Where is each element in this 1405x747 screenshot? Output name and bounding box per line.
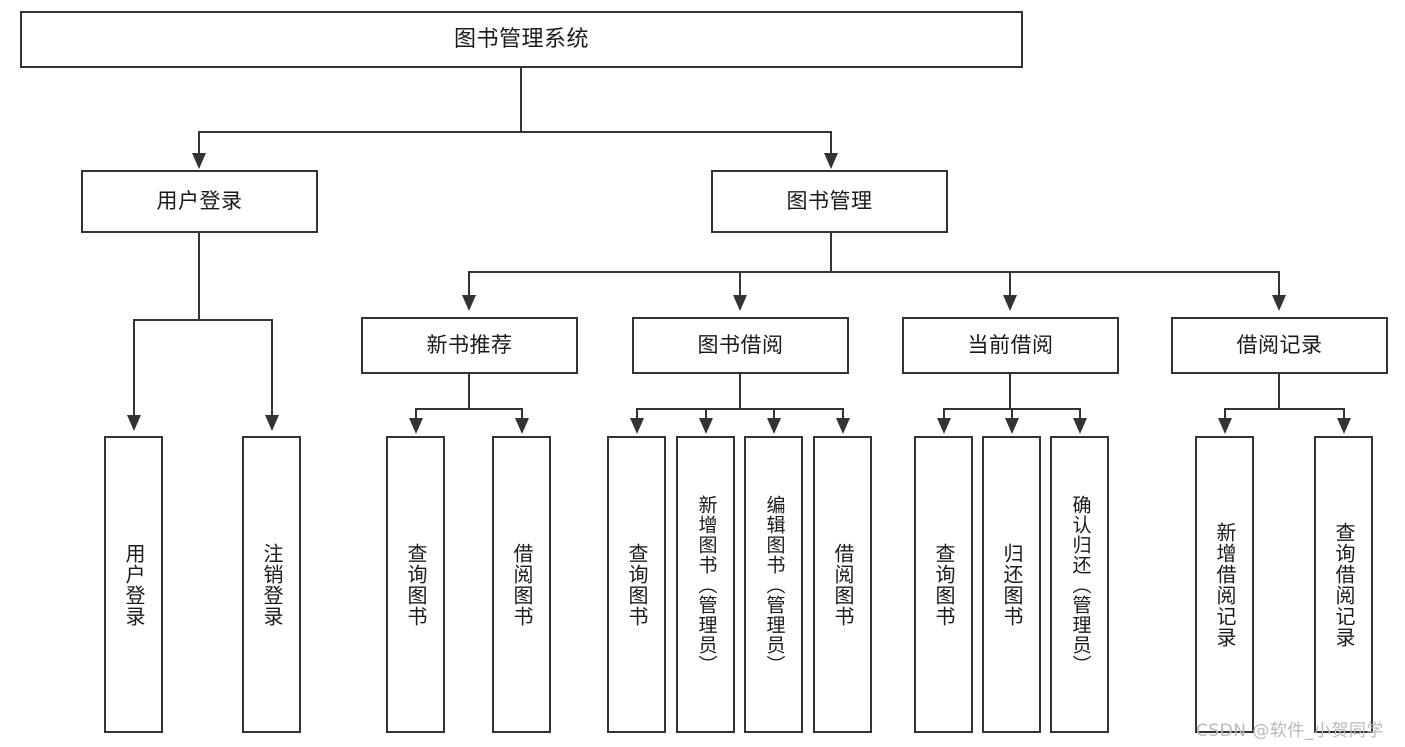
connector-userlogin-bar	[133, 319, 271, 321]
connector-borrow-to-leaf3	[773, 408, 775, 420]
node-label: 编辑图书（管理员）	[763, 494, 786, 675]
arrowhead-bookmgmt-record	[1272, 295, 1286, 311]
connector-userlogin-stem	[198, 233, 200, 319]
arrowhead-newbook-leaf2	[515, 418, 529, 434]
node-borrow-record[interactable]: 借阅记录	[1171, 317, 1388, 374]
node-label: 确认归还（管理员）	[1069, 494, 1092, 675]
node-label: 用户登录	[122, 542, 146, 627]
arrowhead-borrow-leaf2	[699, 418, 713, 434]
arrowhead-newbook-leaf1	[409, 418, 423, 434]
node-label: 图书借阅	[697, 333, 784, 358]
node-new-book-recommend[interactable]: 新书推荐	[361, 317, 578, 374]
connector-root-to-userlogin	[198, 131, 200, 155]
connector-record-stem	[1278, 374, 1280, 408]
node-label: 新增借阅记录	[1213, 521, 1237, 648]
node-label: 图书管理系统	[453, 26, 589, 52]
connector-record-to-leaf2	[1343, 408, 1345, 420]
arrowhead-root-to-userlogin	[192, 153, 206, 169]
arrowhead-userlogin-leaf2	[265, 415, 279, 431]
node-label: 借阅图书	[510, 542, 534, 627]
leaf-record-query[interactable]: 查询借阅记录	[1314, 436, 1373, 733]
node-user-login[interactable]: 用户登录	[81, 170, 318, 233]
connector-borrow-to-leaf2	[705, 408, 707, 420]
connector-root-to-bookmgmt	[830, 131, 832, 155]
node-book-borrow[interactable]: 图书借阅	[632, 317, 849, 374]
node-book-management[interactable]: 图书管理	[711, 170, 948, 233]
connector-root-stem	[520, 68, 522, 131]
connector-record-bar	[1224, 408, 1343, 410]
node-label: 查询图书	[404, 542, 428, 627]
connector-bookmgmt-to-borrow	[739, 271, 741, 297]
connector-current-to-leaf3	[1079, 408, 1081, 420]
connector-bookmgmt-to-record	[1278, 271, 1280, 297]
node-label: 当前借阅	[967, 333, 1054, 358]
connector-borrow-to-leaf4	[842, 408, 844, 420]
node-label: 新增图书（管理员）	[695, 494, 718, 675]
connector-newbook-stem	[468, 374, 470, 408]
connector-borrow-bar	[636, 408, 844, 410]
arrowhead-record-leaf2	[1337, 418, 1351, 434]
watermark-text: CSDN @软件_小贺同学	[1196, 721, 1384, 741]
connector-newbook-to-leaf2	[521, 408, 523, 420]
node-label: 借阅图书	[831, 542, 855, 627]
arrowhead-userlogin-leaf1	[127, 415, 141, 431]
arrowhead-borrow-leaf1	[630, 418, 644, 434]
leaf-borrow-borrow-book[interactable]: 借阅图书	[813, 436, 872, 733]
node-root-system[interactable]: 图书管理系统	[20, 11, 1023, 68]
node-label: 注销登录	[260, 542, 284, 627]
node-label: 查询图书	[932, 542, 956, 627]
arrowhead-root-to-bookmgmt	[824, 153, 838, 169]
leaf-user-login[interactable]: 用户登录	[104, 436, 163, 733]
connector-record-to-leaf1	[1224, 408, 1226, 420]
connector-root-bar	[198, 131, 832, 133]
leaf-record-add[interactable]: 新增借阅记录	[1195, 436, 1254, 733]
connector-userlogin-to-leaf1	[133, 319, 135, 417]
node-label: 归还图书	[1000, 542, 1024, 627]
leaf-newbook-borrow-book[interactable]: 借阅图书	[492, 436, 551, 733]
arrowhead-bookmgmt-newbook	[462, 295, 476, 311]
connector-borrow-to-leaf1	[636, 408, 638, 420]
node-label: 用户登录	[156, 189, 243, 214]
connector-newbook-bar	[415, 408, 521, 410]
connector-current-to-leaf2	[1011, 408, 1013, 420]
connector-userlogin-to-leaf2	[271, 319, 273, 417]
leaf-borrow-query-book[interactable]: 查询图书	[607, 436, 666, 733]
connector-current-stem	[1009, 374, 1011, 408]
connector-bookmgmt-to-newbook	[468, 271, 470, 297]
connector-bookmgmt-stem	[830, 233, 832, 271]
connector-current-to-leaf1	[943, 408, 945, 420]
arrowhead-borrow-leaf4	[836, 418, 850, 434]
node-label: 新书推荐	[426, 333, 513, 358]
arrowhead-current-leaf2	[1005, 418, 1019, 434]
arrowhead-current-leaf1	[937, 418, 951, 434]
node-current-borrow[interactable]: 当前借阅	[902, 317, 1119, 374]
node-label: 借阅记录	[1236, 333, 1323, 358]
arrowhead-bookmgmt-borrow	[733, 295, 747, 311]
node-label: 查询图书	[625, 542, 649, 627]
leaf-logout[interactable]: 注销登录	[242, 436, 301, 733]
leaf-current-return-book[interactable]: 归还图书	[982, 436, 1041, 733]
node-label: 图书管理	[786, 189, 873, 214]
arrowhead-bookmgmt-current	[1003, 295, 1017, 311]
arrowhead-record-leaf1	[1218, 418, 1232, 434]
leaf-newbook-query-book[interactable]: 查询图书	[386, 436, 445, 733]
connector-newbook-to-leaf1	[415, 408, 417, 420]
connector-borrow-stem	[739, 374, 741, 408]
connector-bookmgmt-to-current	[1009, 271, 1011, 297]
connector-bookmgmt-bar	[468, 271, 1280, 273]
leaf-current-confirm-return[interactable]: 确认归还（管理员）	[1050, 436, 1109, 733]
leaf-borrow-add-book[interactable]: 新增图书（管理员）	[676, 436, 735, 733]
node-label: 查询借阅记录	[1332, 521, 1356, 648]
leaf-borrow-edit-book[interactable]: 编辑图书（管理员）	[744, 436, 803, 733]
arrowhead-current-leaf3	[1073, 418, 1087, 434]
leaf-current-query-book[interactable]: 查询图书	[914, 436, 973, 733]
arrowhead-borrow-leaf3	[767, 418, 781, 434]
